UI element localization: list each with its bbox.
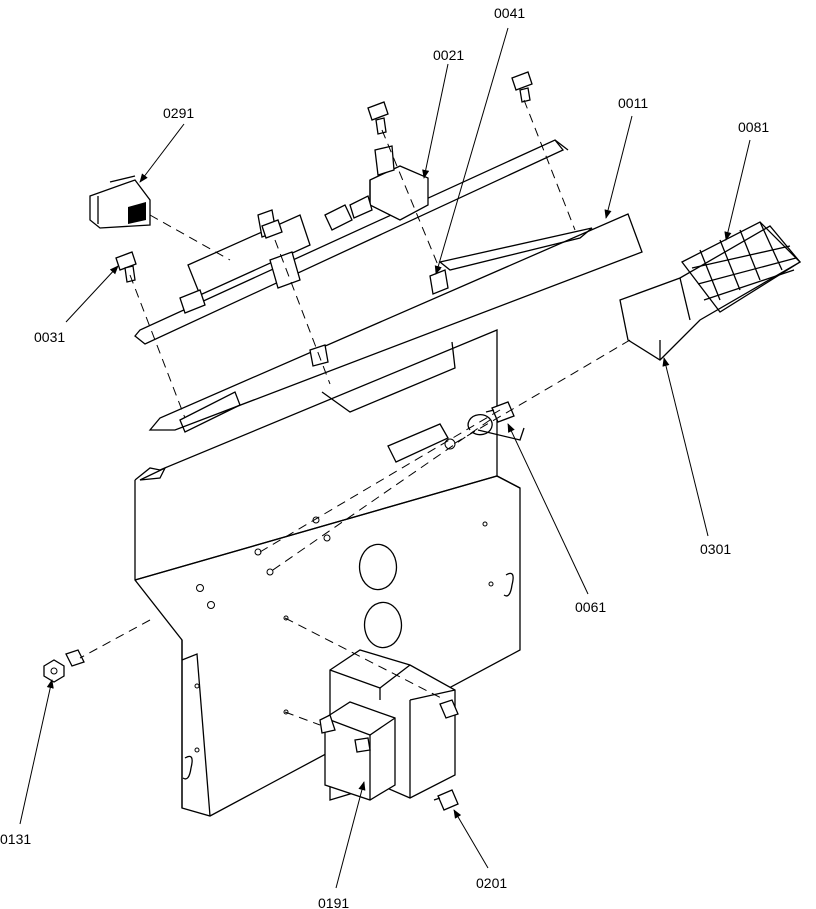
label-0301: 0301 [700,541,731,557]
leader-lines [19,27,751,889]
part-labels: 0041 0021 0011 0081 0291 0031 0301 0061 … [0,5,769,909]
label-0081: 0081 [738,119,769,135]
transformer-0191 [319,649,456,801]
label-0041: 0041 [494,5,525,21]
connector-0291 [89,175,151,229]
label-0131: 0131 [0,831,31,847]
assembly-lines [79,99,631,726]
label-0011: 0011 [618,95,648,111]
screw-0041 [261,219,283,239]
screw-0201 [433,789,459,811]
screw-0061 [444,401,525,450]
screw-transformer [439,699,459,719]
screw-top-a [367,101,389,135]
nut-0131 [43,649,85,683]
label-0031: 0031 [34,329,65,345]
screw-top-b [511,71,533,103]
switch-0041 [179,209,449,367]
label-0201: 0201 [476,875,507,891]
upper-plate-0011 [148,213,643,433]
fuse-holder-0081 [619,221,802,361]
label-0061: 0061 [575,599,606,615]
label-0291: 0291 [163,105,194,121]
label-0021: 0021 [433,47,464,63]
mounting-bracket [134,329,521,817]
upper-plate-0021 [134,139,569,345]
label-0191: 0191 [318,895,349,909]
screw-0031 [115,251,137,283]
